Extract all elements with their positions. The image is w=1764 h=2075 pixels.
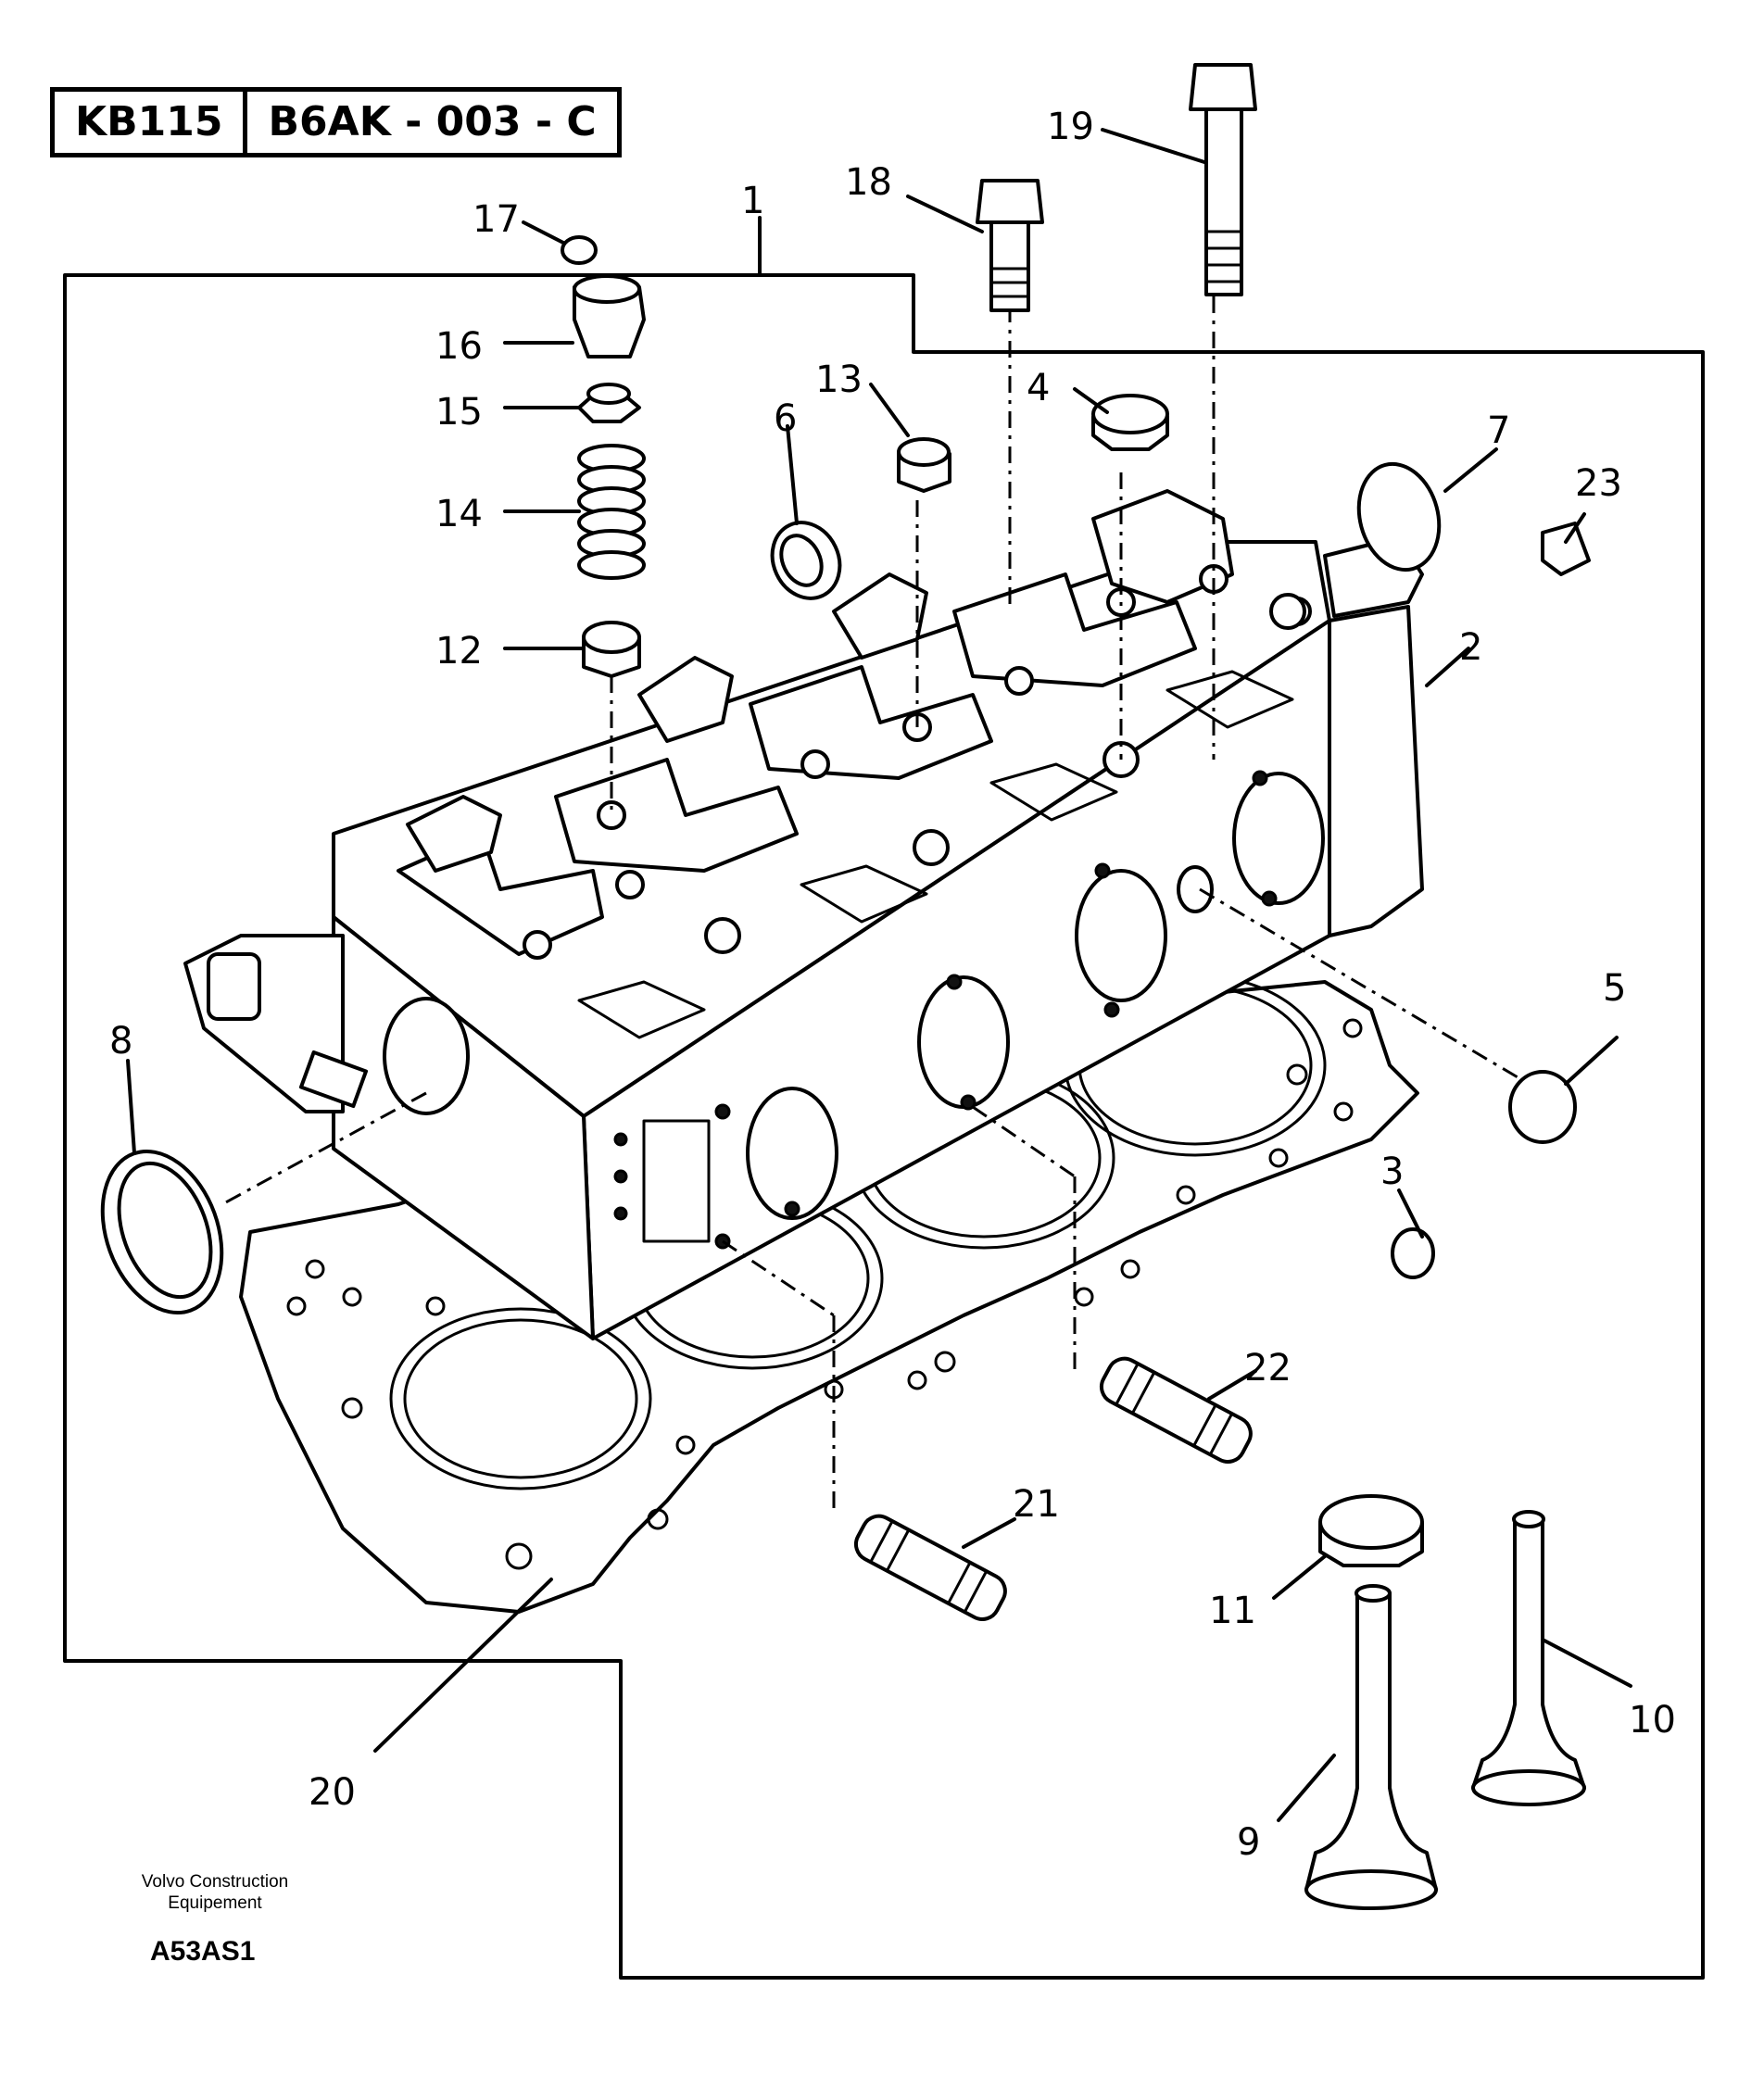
callout-23: 23 bbox=[1575, 462, 1622, 505]
stud-rear bbox=[1099, 1356, 1253, 1464]
callout-12: 12 bbox=[435, 630, 483, 673]
callout-13: 13 bbox=[815, 358, 863, 401]
callout-17: 17 bbox=[472, 198, 520, 241]
guide-seal bbox=[897, 437, 951, 493]
cylinder-head-bolt-long bbox=[1189, 63, 1257, 296]
intake-valve bbox=[1304, 1584, 1438, 1910]
callout-5: 5 bbox=[1603, 967, 1626, 1010]
callout-6: 6 bbox=[774, 397, 797, 440]
leader-lines bbox=[126, 128, 1632, 1822]
figure-code: A53AS1 bbox=[150, 1936, 256, 1967]
callout-2: 2 bbox=[1459, 626, 1482, 669]
core-plug bbox=[1508, 1070, 1577, 1144]
group-code: B6AK - 003 - C bbox=[243, 92, 616, 153]
callout-11: 11 bbox=[1209, 1590, 1256, 1632]
cylinder-head bbox=[183, 489, 1424, 1340]
spring-retainer bbox=[573, 274, 646, 358]
callout-14: 14 bbox=[435, 493, 483, 535]
callout-20: 20 bbox=[309, 1771, 356, 1814]
manufacturer-caption: Volvo Construction Equipement bbox=[104, 1871, 326, 1914]
diagram-header: KB115 B6AK - 003 - C bbox=[50, 87, 622, 157]
core-plug-large bbox=[1356, 461, 1442, 572]
valve-cap bbox=[561, 235, 598, 265]
valve-spring bbox=[577, 444, 646, 580]
caption-line-2: Equipement bbox=[168, 1893, 262, 1913]
threaded-plug bbox=[1541, 522, 1591, 576]
callout-18: 18 bbox=[845, 161, 892, 204]
callout-15: 15 bbox=[435, 391, 483, 434]
callout-numbers: 1 2 3 4 5 6 7 8 9 10 11 12 13 14 15 16 1… bbox=[109, 106, 1676, 1864]
cylinder-head-bolt-short bbox=[976, 179, 1044, 312]
valve-seat-ring bbox=[1318, 1494, 1424, 1567]
injector-sleeve bbox=[770, 521, 842, 600]
callout-8: 8 bbox=[109, 1020, 132, 1063]
callout-7: 7 bbox=[1487, 409, 1510, 452]
stud-front bbox=[853, 1514, 1007, 1621]
callout-4: 4 bbox=[1027, 367, 1050, 409]
assembly-boundary-frame bbox=[63, 273, 1705, 1980]
callout-3: 3 bbox=[1380, 1151, 1404, 1193]
exhaust-valve bbox=[1471, 1510, 1586, 1806]
valve-collet bbox=[577, 383, 641, 423]
callout-16: 16 bbox=[435, 325, 483, 368]
small-plug bbox=[1391, 1227, 1435, 1279]
callout-9: 9 bbox=[1237, 1821, 1260, 1864]
valve-seat-insert bbox=[1091, 394, 1169, 451]
callout-19: 19 bbox=[1047, 106, 1094, 148]
model-code: KB115 bbox=[75, 98, 223, 145]
callout-22: 22 bbox=[1244, 1347, 1292, 1390]
callout-21: 21 bbox=[1013, 1483, 1060, 1526]
seal-ring bbox=[100, 1149, 224, 1315]
callout-1: 1 bbox=[741, 180, 764, 222]
valve-stem-seal bbox=[582, 621, 641, 678]
caption-line-1: Volvo Construction bbox=[141, 1872, 289, 1892]
callout-10: 10 bbox=[1629, 1699, 1676, 1742]
